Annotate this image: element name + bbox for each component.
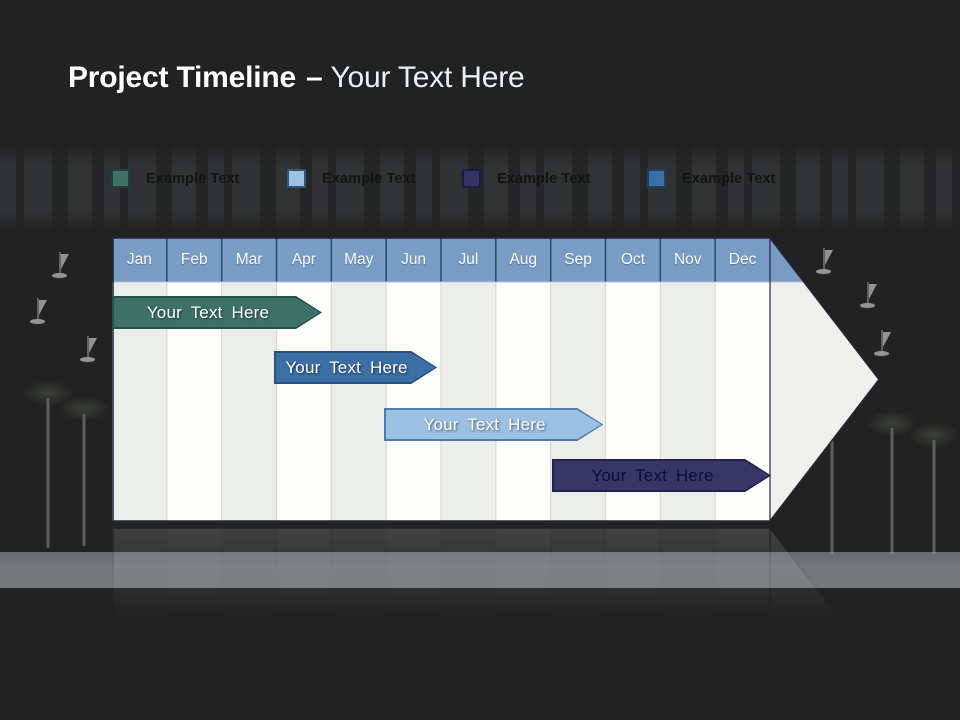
timeline-chart: Jan Feb Mar Apr May Jun Jul Aug Sep Oct Nov Dec You…	[112, 237, 880, 522]
legend-item[interactable]: Example Text	[287, 169, 416, 188]
legend-label: Example Text	[497, 170, 591, 187]
slide-title-separator: –	[306, 61, 323, 94]
seawall-road-decoration	[0, 552, 960, 588]
month-header-row: Jan Feb Mar Apr May Jun Jul Aug Sep Oct Nov Dec	[112, 237, 770, 282]
timeline-bar[interactable]: Your Text Here	[274, 351, 437, 384]
legend-item[interactable]: Example Text	[462, 169, 591, 188]
month-header-cell[interactable]: Dec	[728, 250, 757, 268]
month-header-cell[interactable]: Apr	[291, 250, 316, 268]
slide-title-primary: Project Timeline	[68, 61, 296, 94]
month-header-cell[interactable]: Sep	[564, 250, 592, 268]
timeline-bar[interactable]: Your Text Here	[384, 408, 603, 441]
legend-color-swatch	[287, 169, 306, 188]
month-header-cell[interactable]: Jul	[458, 250, 479, 268]
month-header-cell[interactable]: May	[344, 250, 374, 268]
timeline-bar-fill	[554, 461, 769, 490]
month-header-cell[interactable]: Aug	[509, 250, 538, 268]
legend-color-swatch	[111, 169, 130, 188]
slide-title[interactable]: Project Timeline–Your Text Here	[68, 58, 525, 98]
legend-color-swatch	[462, 169, 481, 188]
slide-title-secondary: Your Text Here	[330, 61, 525, 94]
month-header-cell[interactable]: Nov	[673, 250, 702, 268]
month-header-cell[interactable]: Jan	[126, 250, 152, 268]
timeline-bar-label: Your Text Here	[285, 357, 408, 377]
legend-color-swatch	[647, 169, 666, 188]
legend: Example Text Example Text Example Text Exam…	[0, 169, 960, 193]
timeline-bar-label: Your Text Here	[423, 414, 546, 434]
legend-item[interactable]: Example Text	[647, 169, 776, 188]
timeline-bar-label: Your Text Here	[146, 302, 270, 322]
legend-item[interactable]: Example Text	[111, 169, 240, 188]
timeline-bar-fill	[276, 353, 435, 382]
timeline-bar-fill	[114, 298, 320, 327]
month-header-cell[interactable]: Mar	[235, 250, 263, 268]
month-header-cell[interactable]: Oct	[620, 250, 645, 268]
timeline-reflection-decoration	[112, 527, 880, 627]
legend-label: Example Text	[146, 170, 240, 187]
legend-label: Example Text	[322, 170, 416, 187]
month-header-cell[interactable]: Jun	[401, 250, 427, 268]
timeline-bar-fill	[386, 410, 601, 439]
timeline-bar-label: Your Text Here	[591, 465, 714, 485]
legend-label: Example Text	[682, 170, 776, 187]
timeline-bar[interactable]: Your Text Here	[552, 459, 771, 492]
timeline-bar[interactable]: Your Text Here	[112, 296, 322, 329]
city-skyline-decoration	[0, 142, 960, 234]
month-header-cell[interactable]: Feb	[180, 250, 208, 268]
